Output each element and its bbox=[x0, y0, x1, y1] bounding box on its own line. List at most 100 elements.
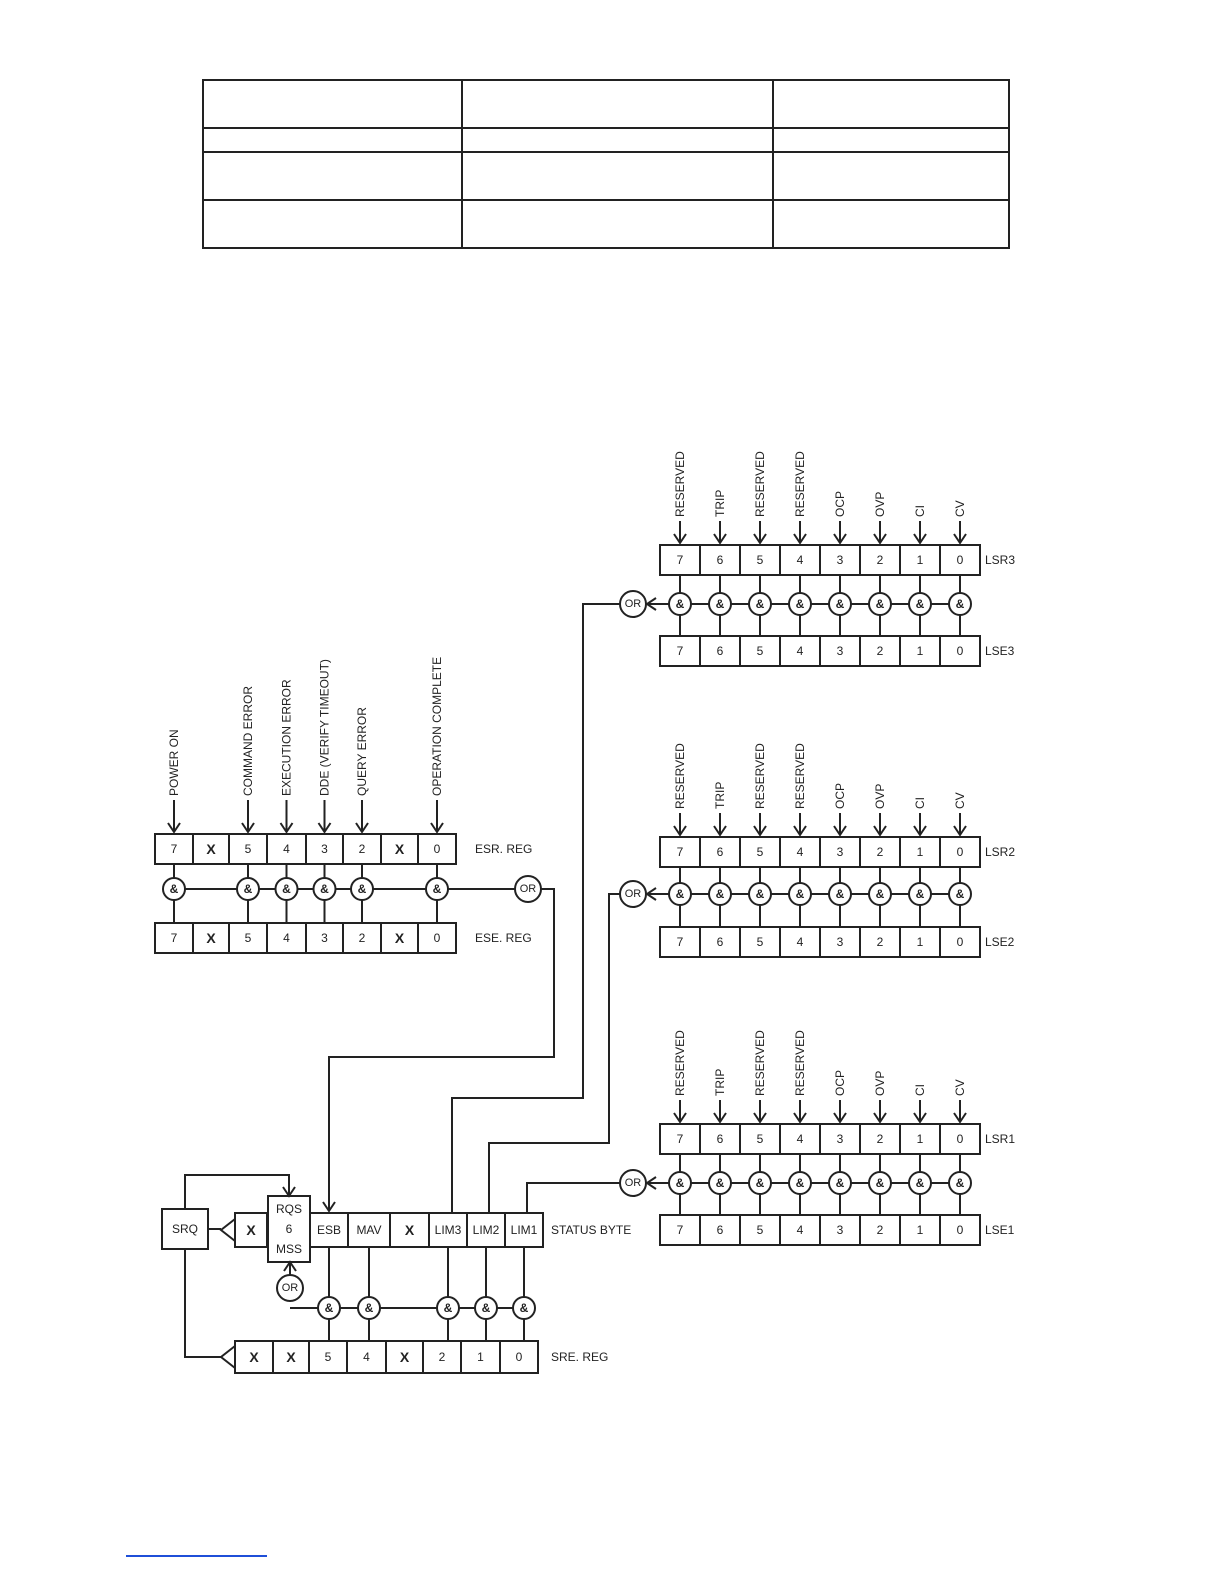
lse-reg-cell bbox=[779, 926, 821, 958]
esr-and-gate bbox=[425, 877, 449, 901]
table-cell bbox=[461, 151, 774, 201]
ese-reg-cell-label: 7 bbox=[171, 931, 178, 945]
and-gate-label: & bbox=[796, 1176, 805, 1190]
lsr-reg-cell-label: 7 bbox=[677, 845, 684, 859]
esr-reg-cell-label: 5 bbox=[245, 842, 252, 856]
arrow-head bbox=[873, 825, 887, 837]
srq-label: SRQ bbox=[172, 1222, 198, 1236]
esr-input-label: OPERATION COMPLETE bbox=[430, 657, 444, 796]
esr-reg-cell-label: 4 bbox=[283, 842, 290, 856]
arrow-head bbox=[673, 825, 687, 837]
and-gate-label: & bbox=[444, 1301, 453, 1315]
arrow-head bbox=[953, 1112, 967, 1124]
lsr-reg-cell-label: 5 bbox=[757, 1132, 764, 1146]
lsr-reg-cell-label: 1 bbox=[917, 845, 924, 859]
lsr-and-gate bbox=[828, 882, 852, 906]
lse-reg-cell bbox=[859, 1214, 901, 1246]
sre-reg-cell-label: X bbox=[249, 1349, 259, 1365]
table-cell bbox=[772, 151, 1010, 201]
lsr-and-gate bbox=[908, 592, 932, 616]
status-byte-cell-label: X bbox=[246, 1222, 256, 1238]
lse-reg-cell-label: 3 bbox=[837, 1223, 844, 1237]
arrow-head bbox=[673, 533, 687, 545]
lsr-input-label: RESERVED bbox=[753, 1030, 767, 1096]
lsr-reg-label: LSR2 bbox=[985, 845, 1015, 859]
lsr-and-gate bbox=[828, 1171, 852, 1195]
arrow-head bbox=[322, 1201, 336, 1213]
lsr-and-gate bbox=[868, 882, 892, 906]
lsr-and-gate bbox=[948, 1171, 972, 1195]
sre-and-gate bbox=[512, 1296, 536, 1320]
and-gate-label: & bbox=[796, 887, 805, 901]
esr-reg-cell-label: 2 bbox=[359, 842, 366, 856]
and-gate-label: & bbox=[836, 1176, 845, 1190]
lsr-reg-cell-label: 1 bbox=[917, 1132, 924, 1146]
lse-reg-label: LSE3 bbox=[985, 644, 1015, 658]
lsr-input-label: CV bbox=[953, 500, 967, 517]
arrow-head bbox=[673, 1112, 687, 1124]
esr-input-label: COMMAND ERROR bbox=[241, 686, 255, 796]
arrow-head bbox=[355, 822, 369, 834]
lsr-and-gate bbox=[668, 592, 692, 616]
and-gate-label: & bbox=[433, 882, 442, 896]
table-cell bbox=[202, 127, 463, 153]
arrow-head bbox=[283, 1260, 297, 1272]
lsr-reg-cell-label: 3 bbox=[837, 845, 844, 859]
lse-reg-cell-label: 3 bbox=[837, 644, 844, 658]
esr-input-label: DDE (VERIFY TIMEOUT) bbox=[318, 659, 332, 796]
srq-connector bbox=[184, 1249, 221, 1358]
lsr-input-label: CI bbox=[913, 797, 927, 809]
esr-reg-cell bbox=[380, 833, 419, 865]
lse-reg-cell-label: 0 bbox=[957, 1223, 964, 1237]
sre-reg-cell-label: 5 bbox=[325, 1350, 332, 1364]
lsr-reg-cell-label: 3 bbox=[837, 553, 844, 567]
arrow-head bbox=[713, 533, 727, 545]
arrow-head bbox=[713, 1112, 727, 1124]
lsr-reg-cell-label: 3 bbox=[837, 1132, 844, 1146]
status-byte-cell-label: X bbox=[405, 1222, 415, 1238]
lsr-and-gate bbox=[788, 592, 812, 616]
lsr-and-gate bbox=[708, 1171, 732, 1195]
sre-and-gate bbox=[474, 1296, 498, 1320]
arrow-head bbox=[282, 1186, 296, 1198]
lsr-input-label: RESERVED bbox=[753, 451, 767, 517]
arrow-head bbox=[753, 533, 767, 545]
sre-reg-cell-label: 2 bbox=[439, 1350, 446, 1364]
and-gate-label: & bbox=[676, 887, 685, 901]
and-gate-label: & bbox=[170, 882, 179, 896]
and-gate-label: & bbox=[676, 1176, 685, 1190]
lse-reg-cell-label: 5 bbox=[757, 644, 764, 658]
or-gate-label: OR bbox=[625, 598, 642, 610]
lse-reg-cell-label: 7 bbox=[677, 935, 684, 949]
table-row bbox=[202, 151, 1010, 201]
lsr-input-label: RESERVED bbox=[673, 451, 687, 517]
arrow-head bbox=[873, 533, 887, 545]
status-byte-cell-label: LIM3 bbox=[435, 1223, 462, 1237]
lsr-input-label: OVP bbox=[873, 784, 887, 809]
lsr-reg-cell bbox=[659, 544, 701, 576]
srq-connector bbox=[219, 1218, 236, 1242]
lse-reg-cell-label: 4 bbox=[797, 1223, 804, 1237]
lsr-and-gate bbox=[868, 592, 892, 616]
arrow-head bbox=[953, 533, 967, 545]
and-gate-label: & bbox=[836, 887, 845, 901]
lsr-input-label: RESERVED bbox=[793, 1030, 807, 1096]
lsr-reg-cell-label: 6 bbox=[717, 553, 724, 567]
ese-reg-cell-label: 5 bbox=[245, 931, 252, 945]
lsr-input-label: RESERVED bbox=[673, 1030, 687, 1096]
esr-input-label: POWER ON bbox=[167, 729, 181, 796]
and-gate-label: & bbox=[836, 597, 845, 611]
rqs-mss-cell bbox=[267, 1195, 311, 1263]
lsr-reg-cell-label: 5 bbox=[757, 845, 764, 859]
or-gate-label: OR bbox=[282, 1282, 299, 1294]
lsr-reg-cell bbox=[739, 836, 781, 868]
lsr-and-gate bbox=[948, 592, 972, 616]
table-cell bbox=[461, 199, 774, 249]
esr-reg-cell-label: X bbox=[395, 841, 405, 857]
lsr-reg-cell-label: 0 bbox=[957, 1132, 964, 1146]
lsr-and-gate bbox=[908, 1171, 932, 1195]
esr-input-label: QUERY ERROR bbox=[355, 707, 369, 796]
rqs-label: RQS bbox=[276, 1202, 302, 1216]
table-cell bbox=[202, 151, 463, 201]
